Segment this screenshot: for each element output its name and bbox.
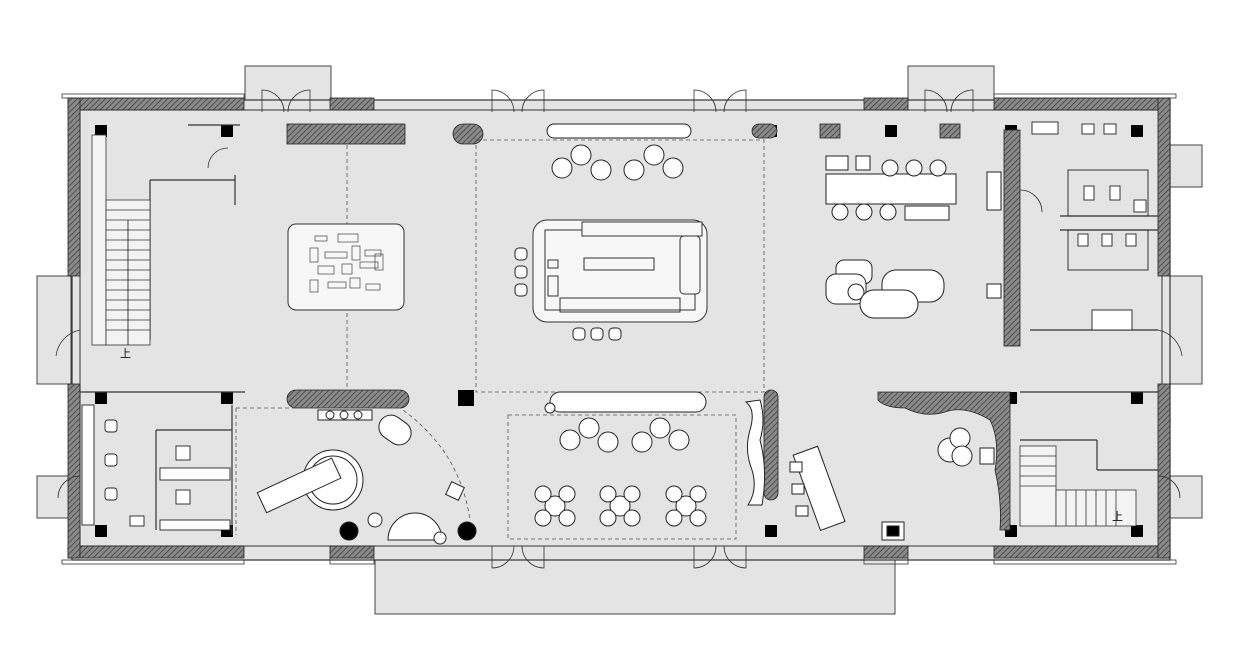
stool [514, 265, 528, 279]
wall-north-west-b [329, 97, 375, 111]
wall-east-top [1157, 97, 1171, 277]
west-entry-slab [36, 275, 72, 385]
stair-west [91, 134, 151, 346]
office-south-west [81, 404, 231, 531]
exterior-walls [67, 97, 1171, 559]
partition-south-east-column [763, 389, 779, 501]
stool [514, 283, 528, 297]
wall-south-west-b [329, 545, 375, 559]
partition-north-central-end [452, 123, 484, 145]
partition-north-east-end [751, 123, 778, 139]
column [1131, 392, 1143, 404]
dining-zone [507, 414, 737, 540]
lounge-north-central [546, 123, 692, 181]
column [885, 125, 897, 137]
dining-set [534, 485, 576, 527]
wall-north-east [863, 97, 909, 111]
stool [608, 327, 622, 341]
wall-north-west [67, 97, 245, 111]
partition-north-east-a [819, 123, 841, 139]
lounge-south-east [744, 399, 995, 541]
lounge-north-east [825, 155, 1002, 319]
stair-up-label-west: 上 [120, 347, 131, 360]
wall-east-bottom [1157, 383, 1171, 559]
stool [590, 327, 604, 341]
column [95, 525, 107, 537]
cafe-bar-counter [532, 219, 708, 323]
display-table-north-west [287, 223, 405, 311]
cafe-zone [475, 139, 765, 393]
west-entry-slab-bottom [36, 475, 72, 519]
stool [572, 327, 586, 341]
dining-set [599, 485, 641, 527]
column [765, 525, 777, 537]
column [1131, 525, 1143, 537]
interior-partitions [286, 123, 1021, 531]
column [95, 392, 107, 404]
column [458, 390, 474, 406]
partition-restroom-wall [1003, 129, 1021, 347]
bar-stools [514, 247, 622, 341]
stair-east [1019, 445, 1137, 527]
stool [514, 247, 528, 261]
partition-north-east-b [939, 123, 961, 139]
partition-south-east-wave [877, 391, 1011, 531]
doors [55, 89, 1183, 569]
restrooms [1031, 121, 1149, 331]
exterior-rails [61, 93, 1177, 565]
stair-up-label-east: 上 [1112, 510, 1123, 523]
partition-north-west [286, 123, 406, 145]
partition-south-west-bar [286, 389, 410, 409]
wall-south-west [67, 545, 245, 559]
display-zone-arc [236, 407, 471, 521]
wall-south-east-b [993, 545, 1171, 559]
wall-west-bottom [67, 383, 81, 559]
lounge-south-central [544, 391, 707, 453]
wall-north-east-b [993, 97, 1171, 111]
column [221, 392, 233, 404]
dining-tables [534, 485, 707, 527]
dining-set [665, 485, 707, 527]
column [1131, 125, 1143, 137]
floor-inner [79, 109, 1163, 547]
column [221, 125, 233, 137]
column [95, 125, 107, 137]
display-south-west [256, 409, 477, 545]
wall-west-top [67, 97, 81, 277]
wall-south-east [863, 545, 909, 559]
